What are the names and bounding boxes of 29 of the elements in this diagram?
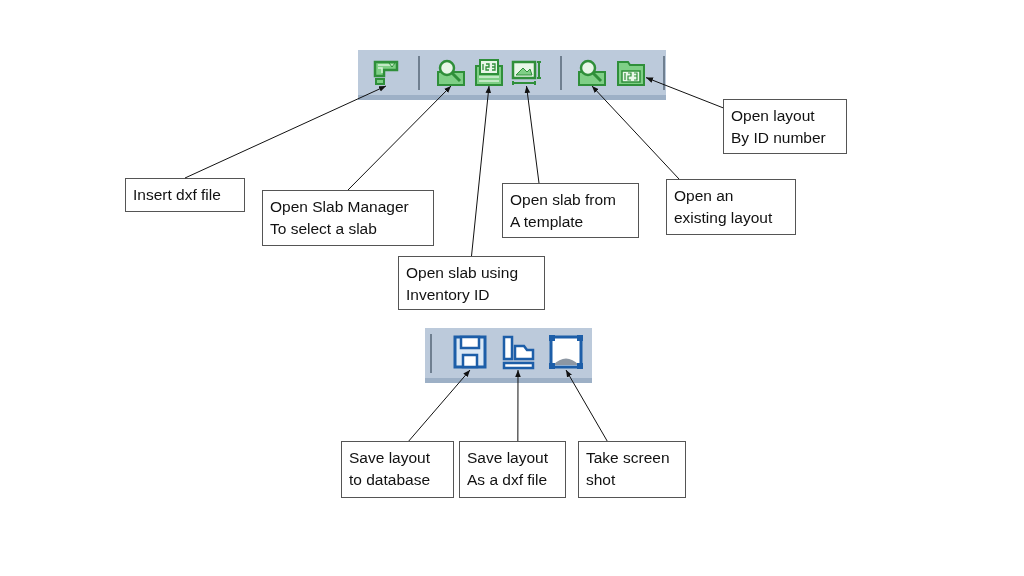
shape-outline-icon — [372, 58, 400, 86]
leader-arrow — [645, 77, 724, 109]
sized-rectangle-icon — [511, 58, 542, 86]
search-icon — [577, 58, 607, 86]
leader-arrow — [565, 369, 608, 442]
leader-arrow — [591, 85, 680, 180]
callout-box: Open slab from A template — [502, 183, 639, 238]
save-icon — [452, 334, 488, 370]
leader-arrow — [524, 85, 540, 184]
callout-box: Open layout By ID number — [723, 99, 847, 154]
leader-arrow — [184, 85, 387, 179]
screen-frame-icon — [548, 334, 584, 370]
search-icon — [436, 58, 466, 86]
callout-box: Take screen shot — [578, 441, 686, 498]
toolbar-picture — [358, 50, 666, 100]
callout-box: Save layout to database — [341, 441, 454, 498]
callout-box: Open slab using Inventory ID — [398, 256, 545, 310]
callout-box: Open an existing layout — [666, 179, 796, 235]
layout-icon — [500, 334, 536, 370]
numbered-tray-icon — [474, 58, 504, 86]
numbered-folder-icon — [616, 58, 646, 86]
leader-arrow — [347, 85, 452, 191]
leader-arrow — [408, 369, 471, 442]
callout-box: Open Slab Manager To select a slab — [262, 190, 434, 246]
leader-arrow — [515, 369, 521, 442]
leader-arrow — [471, 85, 492, 257]
callout-box: Save layout As a dxf file — [459, 441, 566, 498]
toolbar-picture — [425, 328, 592, 383]
callout-box: Insert dxf file — [125, 178, 245, 212]
